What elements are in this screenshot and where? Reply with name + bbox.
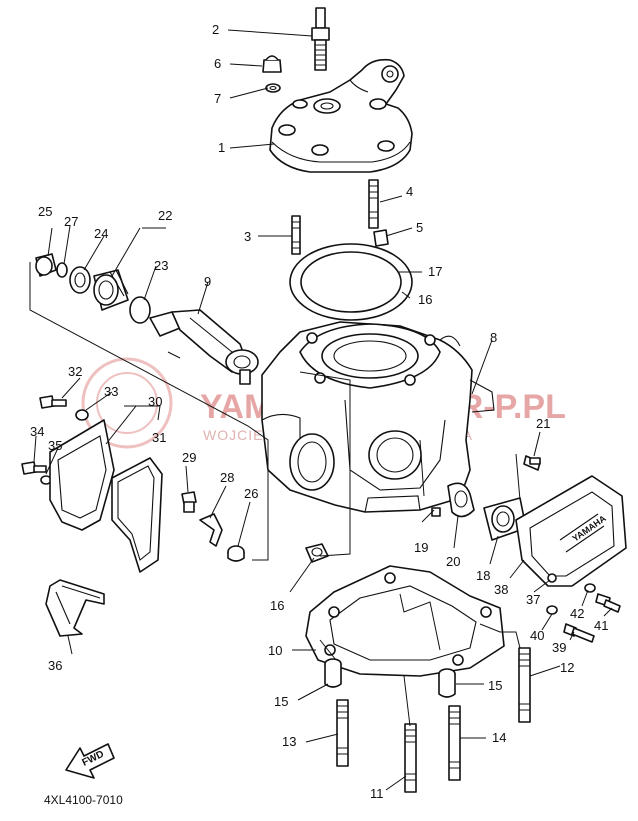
callout-18: 17 <box>428 264 442 279</box>
callout-33: 32 <box>68 364 82 379</box>
callout-36: 35 <box>48 438 62 453</box>
callout-29: 28 <box>220 470 234 485</box>
stud-13 <box>336 699 349 767</box>
bearing-25 <box>69 266 91 294</box>
leader-lines <box>33 29 613 791</box>
callout-30: 29 <box>182 450 196 465</box>
dowel-15-left <box>324 658 342 688</box>
valve-cover: YAMAHA <box>515 475 627 587</box>
cylinder-head <box>269 58 413 173</box>
power-valve-cover <box>49 419 163 573</box>
clip-29 <box>199 513 223 547</box>
valve-housing-23 <box>93 269 129 311</box>
callout-16: 16 <box>270 598 284 613</box>
callout-4: 4 <box>406 184 413 199</box>
callout-10: 10 <box>268 643 282 658</box>
callout-39: 38 <box>494 582 508 597</box>
callout-19: 18 <box>476 568 490 583</box>
stud-bolt-3 <box>291 215 301 255</box>
diagram-code: 4XL4100-7010 <box>44 793 123 807</box>
stud-11 <box>404 723 417 793</box>
callout-2: 2 <box>212 22 219 37</box>
callout-32: 31 <box>152 430 166 445</box>
callout-labels: 2 6 7 1 3 4 5 17 16 8 9 25 27 24 22 23 3… <box>30 22 608 801</box>
callout-41: 40 <box>530 628 544 643</box>
callout-12: 12 <box>560 660 574 675</box>
stud-12 <box>518 647 531 723</box>
callout-8: 8 <box>490 330 497 345</box>
callout-3: 3 <box>244 229 251 244</box>
callout-40: 39 <box>552 640 566 655</box>
o-ring-24 <box>129 296 151 324</box>
base-gasket <box>305 565 505 677</box>
callout-42: 41 <box>594 618 608 633</box>
callout-6: 6 <box>214 56 221 71</box>
callout-38: 37 <box>526 592 540 607</box>
cap-27 <box>227 545 245 562</box>
small-bolts-right <box>523 455 621 643</box>
reference-lines <box>29 262 521 727</box>
callout-25: 24 <box>94 226 108 241</box>
callout-7: 7 <box>214 91 221 106</box>
callout-28: 27 <box>64 214 78 229</box>
callout-13: 13 <box>282 734 296 749</box>
bush-26 <box>35 253 57 277</box>
valve-holder <box>447 482 527 541</box>
callout-9: 9 <box>204 274 211 289</box>
screw-33 <box>39 395 89 421</box>
callout-17: 16 <box>418 292 432 307</box>
ring-28 <box>56 262 68 278</box>
head-gasket-rings <box>289 243 413 321</box>
callout-15-left: 15 <box>274 694 288 709</box>
screw-35 <box>21 461 52 485</box>
dowel-15-right <box>438 668 456 698</box>
callout-14: 14 <box>492 730 506 745</box>
callout-24: 23 <box>154 258 168 273</box>
callout-37: 36 <box>48 658 62 673</box>
spark-plug <box>311 7 330 71</box>
fwd-arrow-icon: FWD <box>65 743 115 779</box>
callout-34: 33 <box>104 384 118 399</box>
cylinder-body <box>261 321 495 513</box>
valve-shaft-9 <box>149 309 259 385</box>
nut-16 <box>305 543 329 563</box>
callout-11: 11 <box>370 786 384 801</box>
callout-26: 25 <box>38 204 52 219</box>
callout-22: 21 <box>536 416 550 431</box>
screw-30 <box>181 491 197 513</box>
callout-5: 5 <box>416 220 423 235</box>
stud-14 <box>448 705 461 781</box>
cap-nut <box>262 55 282 93</box>
callout-21: 20 <box>446 554 460 569</box>
callout-43: 42 <box>570 606 584 621</box>
callout-27: 26 <box>244 486 258 501</box>
callout-31: 30 <box>148 394 162 409</box>
callout-15-right: 15 <box>488 678 502 693</box>
callout-35: 34 <box>30 424 44 439</box>
dowel-pin <box>431 507 441 517</box>
bracket-37 <box>45 579 105 637</box>
callout-20: 19 <box>414 540 428 555</box>
stud-bolt-4 <box>368 179 389 247</box>
callout-23: 22 <box>158 208 172 223</box>
callout-1: 1 <box>218 140 225 155</box>
